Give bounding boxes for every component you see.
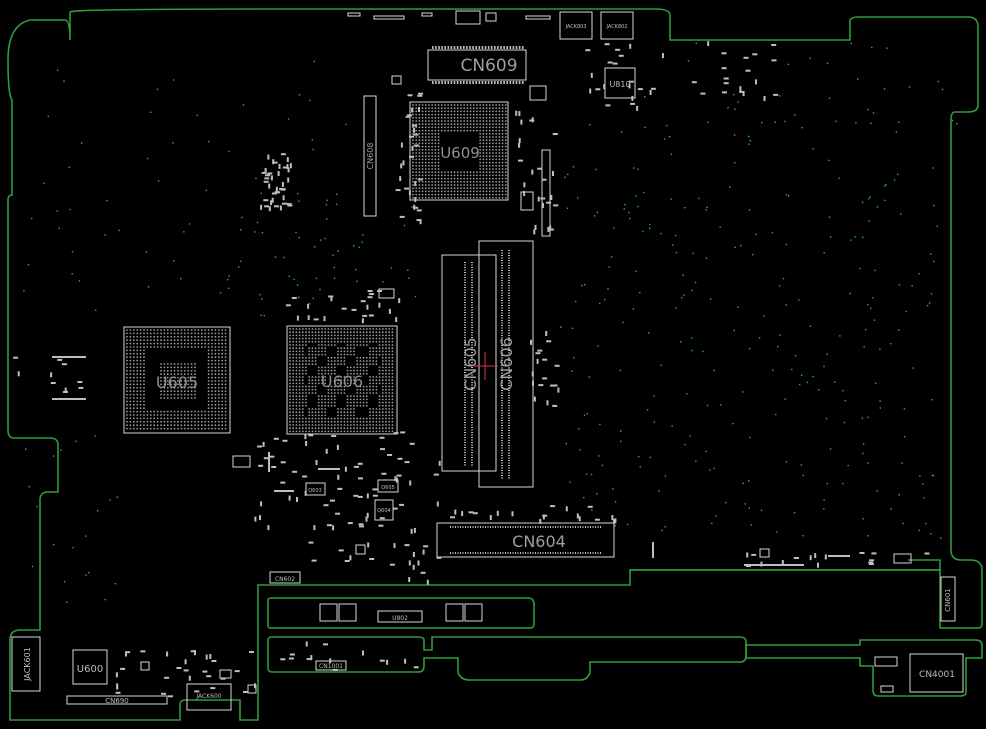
smd-pads (13, 41, 930, 698)
main-board-outline (7, 8, 983, 721)
small-chip-right-u609 (520, 191, 534, 211)
cn609-label: CN609 (460, 56, 517, 76)
jack600: JACK600 (186, 683, 232, 711)
u810-label: U810 (609, 80, 630, 89)
component-box (893, 553, 912, 564)
component-box (759, 548, 770, 558)
connector-cn690: CN690 (66, 695, 168, 705)
chip-u810: U810 (604, 67, 636, 99)
jack802: JACK802 (600, 11, 634, 40)
chip-u606: U606 (286, 325, 398, 435)
jack601: JACK601 (11, 636, 41, 692)
chip-u605: U605 (123, 326, 231, 434)
vias (23, 42, 958, 603)
u600-label: U600 (77, 664, 103, 675)
cn602-label: CN602 (275, 576, 295, 583)
connector-cn609: CN609 (427, 46, 527, 84)
component-box (529, 85, 547, 101)
connector-side-u609 (541, 149, 551, 237)
q605-label: Q605 (381, 485, 394, 491)
u606-label: U606 (321, 372, 363, 391)
connector-cn601: CN601 (940, 576, 956, 622)
cn608-label: CN608 (366, 143, 375, 170)
q603-label: Q603 (308, 488, 321, 494)
component-box (355, 544, 366, 555)
jack803-label: JACK803 (564, 24, 586, 30)
q604-label: Q604 (377, 508, 390, 514)
jack802-label: JACK802 (605, 24, 627, 30)
component-box (247, 684, 257, 694)
cn1001-label: CN1001 (319, 663, 343, 670)
cn690-label: CN690 (105, 697, 129, 705)
right-bottom-strip-outline (745, 639, 983, 697)
transistor-q604: Q604 (374, 499, 394, 521)
u802-label: U802 (392, 615, 408, 622)
jack803: JACK803 (559, 11, 593, 40)
cn605-label: CN605 (461, 337, 480, 391)
jack600-label: JACK600 (195, 693, 221, 700)
connector-cn602: CN602 (269, 571, 301, 584)
cn601-label: CN601 (944, 588, 952, 612)
component-box (378, 288, 395, 299)
connector-cn606: CN606 (478, 240, 534, 488)
connector-cn605: CN605 (441, 254, 497, 472)
component-box (232, 455, 251, 468)
transistor-q603: Q603 (305, 482, 326, 496)
lower-tab-parts: U802 (319, 603, 483, 623)
transistor-q605: Q605 (377, 479, 399, 493)
connector-cn608: CN608 (363, 95, 377, 217)
component-box (140, 661, 150, 671)
bottom-strip-outline (267, 636, 747, 681)
chip-u609: U609 (409, 101, 509, 201)
center-crosshair-marker (472, 352, 498, 380)
lower-tab-outline (267, 597, 535, 629)
connector-cn604: CN604 (436, 522, 615, 558)
top-edge-parts (347, 10, 551, 25)
cn4001-label: CN4001 (919, 670, 955, 680)
cn606-label: CN606 (497, 337, 516, 391)
cn604-label: CN604 (512, 532, 566, 551)
chip-u600: U600 (72, 649, 108, 685)
u609-label: U609 (440, 144, 480, 162)
connector-cn4001: CN4001 (909, 653, 964, 693)
component-box (391, 75, 402, 85)
component-box (874, 656, 898, 667)
jack601-label: JACK601 (23, 647, 32, 682)
component-box (880, 685, 894, 693)
corner-notch-outline (630, 559, 941, 571)
u605-label: U605 (156, 373, 198, 392)
